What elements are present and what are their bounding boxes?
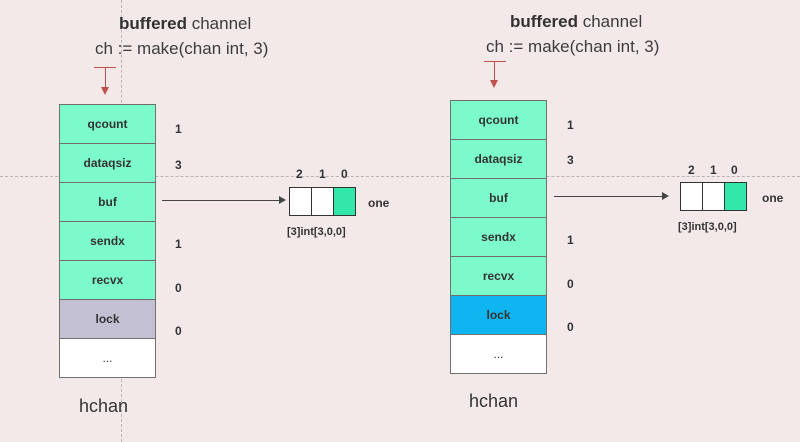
- array-label: [3]int[3,0,0]: [287, 226, 346, 238]
- right-panel: buffered channel ch := make(chan int, 3)…: [391, 0, 791, 442]
- pointer-line: [105, 67, 106, 88]
- array-index: 0: [731, 163, 738, 177]
- buf-arrow-icon: [279, 196, 286, 204]
- value-recvx: 0: [567, 277, 574, 291]
- field-recvx: recvx: [451, 257, 546, 296]
- field-recvx: recvx: [60, 261, 155, 300]
- field-lock: lock: [451, 296, 546, 335]
- array-label: [3]int[3,0,0]: [678, 221, 737, 233]
- value-lock: 0: [175, 324, 182, 338]
- buf-arrow-icon: [662, 192, 669, 200]
- pointer-arrow-icon: [101, 87, 109, 95]
- code-line: ch := make(chan int, 3): [95, 39, 269, 58]
- field-qcount: qcount: [451, 101, 546, 140]
- value-sendx: 1: [567, 233, 574, 247]
- field-buf: buf: [451, 179, 546, 218]
- buf-arrow-line: [554, 196, 663, 197]
- field-sendx: sendx: [451, 218, 546, 257]
- buffer-array: [680, 182, 747, 211]
- array-index: 2: [688, 163, 695, 177]
- title-bold: buffered: [510, 12, 578, 31]
- hchan-struct: qcount dataqsiz buf sendx recvx lock ...: [450, 100, 547, 374]
- array-index: 1: [319, 167, 326, 181]
- value-sendx: 1: [175, 237, 182, 251]
- element-label: one: [368, 196, 390, 210]
- left-panel: buffered channel ch := make(chan int, 3)…: [59, 14, 390, 416]
- title-rest: channel: [187, 14, 252, 33]
- guide-line-horizontal: [0, 176, 800, 177]
- pointer-arrow-icon: [490, 80, 498, 88]
- buffer-array: [289, 187, 356, 216]
- value-dataqsiz: 3: [567, 153, 574, 167]
- field-dataqsiz: dataqsiz: [60, 144, 155, 183]
- field-buf: buf: [60, 183, 155, 222]
- struct-label: hchan: [469, 391, 519, 411]
- value-dataqsiz: 3: [175, 158, 182, 172]
- value-qcount: 1: [175, 122, 182, 136]
- field-sendx: sendx: [60, 222, 155, 261]
- struct-label: hchan: [79, 396, 129, 416]
- array-index: 1: [710, 163, 717, 177]
- code-line: ch := make(chan int, 3): [486, 37, 660, 56]
- field-dataqsiz: dataqsiz: [451, 140, 546, 179]
- value-recvx: 0: [175, 281, 182, 295]
- title-bold: buffered: [119, 14, 187, 33]
- array-index: 0: [341, 167, 348, 181]
- array-cell-filled: [334, 188, 355, 215]
- title-rest: channel: [578, 12, 643, 31]
- value-lock: 0: [567, 320, 574, 334]
- array-cell: [703, 183, 725, 210]
- value-qcount: 1: [567, 118, 574, 132]
- hchan-struct: qcount dataqsiz buf sendx recvx lock ...: [59, 104, 156, 378]
- array-index: 2: [296, 167, 303, 181]
- field-lock: lock: [60, 300, 155, 339]
- field-qcount: qcount: [60, 105, 155, 144]
- buf-arrow-line: [162, 200, 280, 201]
- element-label: one: [762, 191, 784, 205]
- array-cell: [290, 188, 312, 215]
- array-cell: [681, 183, 703, 210]
- pointer-line: [494, 61, 495, 81]
- field-ellipsis: ...: [451, 335, 546, 373]
- array-cell: [312, 188, 334, 215]
- pointer-bar: [484, 61, 506, 62]
- array-cell-filled: [725, 183, 746, 210]
- panel-title: buffered channel: [510, 12, 642, 32]
- field-ellipsis: ...: [60, 339, 155, 377]
- panel-title: buffered channel: [119, 14, 251, 34]
